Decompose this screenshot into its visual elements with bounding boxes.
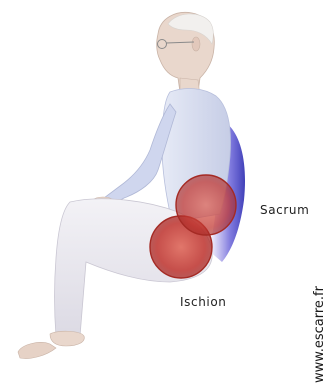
ischion-label: Ischion: [180, 295, 226, 309]
sacrum-label: Sacrum: [260, 203, 309, 217]
site-watermark: www.escarre.fr: [312, 286, 327, 383]
sacrum-pressure-zone: [176, 175, 236, 235]
feet: [18, 331, 84, 358]
